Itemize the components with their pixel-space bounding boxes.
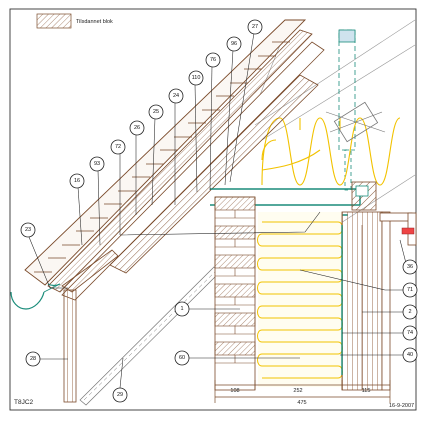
wall-plate: [351, 181, 417, 246]
fascia-post: [61, 249, 119, 403]
roof-tiles: [24, 19, 307, 286]
callout-25: 25: [148, 104, 164, 120]
drawing-code: T8JC2: [14, 399, 34, 406]
legend-label: Tilsdannet blok: [76, 19, 113, 25]
svg-text:76: 76: [210, 57, 216, 63]
callout-27: 27: [247, 19, 263, 35]
vent-pipe: [338, 29, 356, 191]
callout-72: 72: [110, 139, 126, 155]
inner-wall-studs: [341, 211, 391, 391]
svg-text:40: 40: [407, 352, 413, 358]
svg-text:36: 36: [407, 264, 413, 270]
callout-23: 23: [20, 222, 36, 238]
svg-text:28: 28: [30, 356, 36, 362]
svg-text:1: 1: [180, 306, 183, 312]
svg-text:60: 60: [179, 355, 185, 361]
legend-swatch: [36, 13, 72, 29]
brick-outer-wall: [214, 196, 256, 391]
dimension-lines: [214, 380, 391, 403]
callout-40: 40: [402, 347, 418, 363]
callout-76: 76: [205, 52, 221, 68]
callout-16: 16: [69, 173, 85, 189]
dimension-total: 475: [297, 400, 306, 406]
svg-text:2: 2: [408, 309, 411, 315]
soffit-board: [79, 266, 221, 406]
dimension-brick: 108: [230, 388, 239, 394]
svg-text:27: 27: [252, 24, 258, 30]
drawing-date: 16-9-2007: [389, 403, 414, 409]
callout-26: 26: [129, 120, 145, 136]
svg-text:24: 24: [173, 93, 179, 99]
svg-text:16: 16: [74, 178, 80, 184]
callout-93: 93: [89, 156, 105, 172]
svg-text:26: 26: [134, 125, 140, 131]
svg-text:93: 93: [94, 161, 100, 167]
svg-text:74: 74: [407, 330, 413, 336]
vent-box: [325, 101, 386, 143]
svg-text:96: 96: [231, 41, 237, 47]
callouts: 27 96 76 110 24 25 26 72 93 16 23 28 29 …: [20, 19, 418, 403]
callout-36: 36: [402, 259, 418, 275]
callout-110: 110: [188, 70, 204, 86]
callout-2: 2: [402, 304, 418, 320]
callout-28: 28: [25, 351, 41, 367]
svg-text:29: 29: [117, 392, 123, 398]
svg-text:110: 110: [192, 75, 201, 81]
callout-29: 29: [112, 387, 128, 403]
callout-71: 71: [402, 282, 418, 298]
callout-74: 74: [402, 325, 418, 341]
dimension-insulation: 252: [293, 388, 302, 394]
callout-24: 24: [168, 88, 184, 104]
attic-insulation: [261, 117, 401, 186]
callout-leaders: [28, 32, 408, 389]
dimension-inner-wall: 115: [362, 388, 371, 394]
callout-1: 1: [174, 301, 190, 317]
drawing-frame: [9, 8, 417, 411]
roof-underlay: [47, 29, 313, 293]
wall-insulation: [257, 212, 343, 387]
rafter: [109, 74, 319, 274]
svg-text:72: 72: [115, 144, 121, 150]
svg-text:71: 71: [407, 287, 413, 293]
callout-96: 96: [226, 36, 242, 52]
svg-text:23: 23: [25, 227, 31, 233]
svg-text:25: 25: [153, 109, 159, 115]
legend: Tilsdannet blok: [36, 13, 113, 29]
callout-60: 60: [174, 350, 190, 366]
